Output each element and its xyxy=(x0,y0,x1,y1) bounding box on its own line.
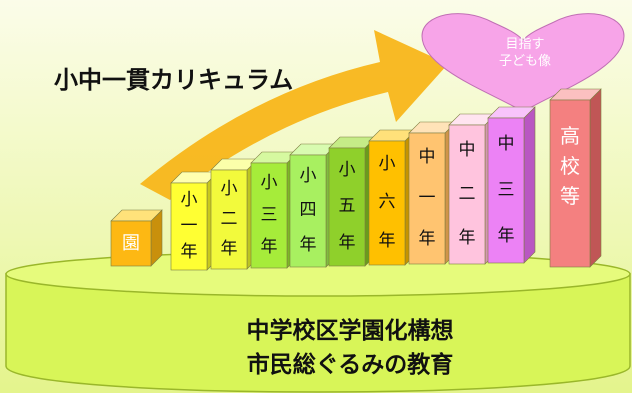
stage-label-char: 三 xyxy=(260,204,278,225)
stage-label: 小五年 xyxy=(329,148,365,266)
stage-box-front xyxy=(110,220,152,267)
stage-label-char: 二 xyxy=(458,183,476,204)
footer-line-1: 中学校区学園化構想 xyxy=(246,317,454,344)
stage-label-char: 小 xyxy=(338,159,356,180)
stage-label-char: 一 xyxy=(418,188,436,208)
stage-label-char: 高 xyxy=(560,124,580,148)
stage-label-char: 六 xyxy=(378,192,396,213)
stage-label: 園 xyxy=(111,221,151,266)
stage-label-char: 年 xyxy=(299,235,317,256)
stage-label-char: 小 xyxy=(220,178,238,199)
stage-label: 小二年 xyxy=(211,170,247,269)
stage-box-front xyxy=(448,124,486,265)
stage-label-char: 等 xyxy=(560,184,580,208)
stage-label-char: 中 xyxy=(418,147,436,167)
stage-label-char: 年 xyxy=(458,227,476,248)
stage-boxes xyxy=(110,88,602,271)
stage-box-front xyxy=(487,117,525,264)
stage-box-front xyxy=(368,140,406,266)
stage-label-char: 五 xyxy=(338,196,356,217)
goal-label: 目指す 子ども像 xyxy=(480,36,570,70)
stage-label-char: 年 xyxy=(220,239,238,260)
stage-label: 中三年 xyxy=(488,118,524,263)
stage-box-front xyxy=(250,162,288,269)
stage-label-char: 年 xyxy=(338,233,356,254)
page-title: 小中一貫カリキュラム xyxy=(54,66,294,94)
stage-box-side xyxy=(523,106,536,264)
stage-box xyxy=(170,171,219,271)
stage-label: 中一年 xyxy=(409,133,445,264)
stage-box-front xyxy=(408,132,446,265)
stage-label-char: 小 xyxy=(180,189,198,210)
stage-label-char: 年 xyxy=(180,242,198,263)
stage-box-side xyxy=(589,88,602,268)
heart-shape xyxy=(421,13,625,113)
growth-arrow xyxy=(140,30,448,200)
stage-label-char: 年 xyxy=(378,231,396,252)
goal-line-2: 子ども像 xyxy=(498,54,551,69)
stage-label: 中二年 xyxy=(449,125,485,264)
stage-label-char: 中 xyxy=(458,140,476,161)
stage-label-char: 二 xyxy=(220,208,238,229)
stage-label: 小三年 xyxy=(251,163,287,268)
stage-box xyxy=(110,209,163,267)
stage-label-char: 園 xyxy=(122,232,140,254)
stage-box xyxy=(487,106,536,264)
stage-label-char: 校 xyxy=(560,154,580,178)
goal-line-1: 目指す xyxy=(505,37,545,52)
stage-label: 高校等 xyxy=(550,100,590,267)
stage-label-char: 年 xyxy=(418,229,436,249)
stage-label-char: 小 xyxy=(299,165,317,186)
stage-box-front xyxy=(328,147,366,267)
stage-label-char: 年 xyxy=(260,237,278,258)
stage-label-char: 四 xyxy=(299,200,317,221)
stage-box-front xyxy=(170,182,208,271)
stage-label-char: 年 xyxy=(497,225,515,246)
stage-box-front xyxy=(549,99,591,268)
stage-label: 小六年 xyxy=(369,141,405,265)
stage-label-char: 小 xyxy=(260,172,278,193)
platform-body xyxy=(5,273,631,393)
stage-label: 小一年 xyxy=(171,183,207,270)
stage-label-char: 小 xyxy=(378,153,396,174)
stage-box xyxy=(328,136,377,267)
footer-line-2: 市民総ぐるみの教育 xyxy=(246,351,454,378)
stage-box-front xyxy=(289,154,327,268)
stage-label-char: 三 xyxy=(497,179,515,200)
stage-box-front xyxy=(210,169,248,270)
stage-label: 小四年 xyxy=(290,155,326,267)
stage-box xyxy=(549,88,602,268)
footer-caption: 中学校区学園化構想 市民総ぐるみの教育 xyxy=(150,314,550,382)
stage-label-char: 中 xyxy=(497,134,515,155)
stage-label-char: 一 xyxy=(180,215,198,236)
